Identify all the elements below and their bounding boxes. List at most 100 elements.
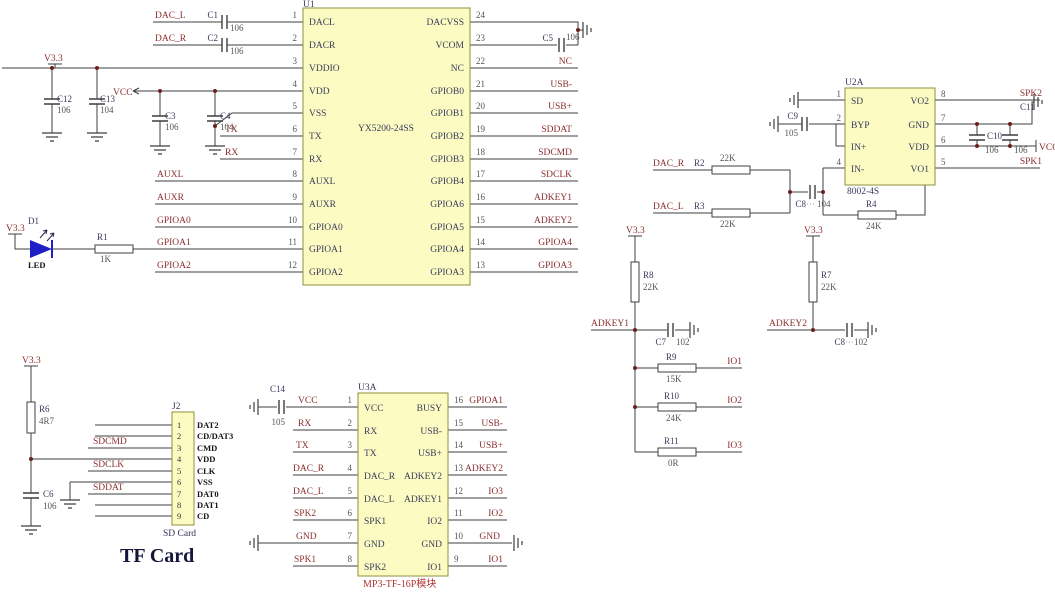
cap-value: 102: [676, 337, 690, 347]
cap-ref: C13: [100, 94, 116, 104]
net-label: TX: [225, 125, 238, 135]
pin-name: GPIOB3: [431, 155, 465, 165]
ground-icon: [689, 321, 699, 339]
net-label: NC: [559, 57, 572, 67]
capacitor-c8-key-icon: [846, 322, 853, 338]
pin-name: CLK: [197, 466, 216, 476]
capacitor-c2-icon: [221, 37, 228, 53]
resistor-value: 1K: [100, 254, 112, 264]
cap-ref: C14: [270, 384, 286, 394]
cap-ref: C8: [795, 199, 806, 209]
pin-name: GPIOB1: [431, 109, 465, 119]
pin-number: 16: [476, 192, 486, 202]
pin-name: IN+: [851, 143, 866, 153]
cap-value: 104: [817, 199, 831, 209]
ground-icon: [86, 132, 108, 142]
u3-chip-body: [357, 392, 449, 577]
pin-number: 4: [837, 157, 842, 167]
pin-number: 6: [293, 124, 298, 134]
pin-name: TX: [309, 132, 322, 142]
cap-ref: C3: [165, 111, 176, 121]
net-label: IO3: [727, 441, 742, 451]
net-label: DAC_L: [155, 11, 186, 21]
pin-number: 13: [476, 260, 486, 270]
pin-number: 2: [837, 113, 842, 123]
net-label: DAC_L: [293, 487, 324, 497]
u3-refdes: U3A: [358, 383, 377, 393]
pin-name: TX: [364, 449, 377, 459]
pin-number: 4: [293, 79, 298, 89]
cap-ref: C6: [43, 489, 54, 499]
pin-name: NC: [451, 64, 464, 74]
cap-value: 106: [230, 46, 244, 56]
wires-u1-right: [470, 21, 583, 273]
pin-name: CMD: [197, 443, 217, 453]
ground-icon: [41, 132, 63, 142]
pin-number: 6: [348, 508, 353, 518]
pin-name: DAT0: [197, 489, 219, 499]
net-label: DAC_R: [155, 34, 187, 44]
net-label: SPK1: [294, 555, 316, 565]
pin-name: VDD: [309, 87, 330, 97]
pin-number: 2: [177, 431, 181, 441]
u2-chip-body: [844, 87, 936, 186]
pin-name: SPK2: [364, 563, 386, 573]
pin-name: VDD: [197, 454, 215, 464]
cap-value: 106: [1014, 145, 1028, 155]
power-port-label: V3.3: [6, 224, 25, 234]
pin-number: 5: [941, 157, 946, 167]
pin-number: 1: [293, 10, 298, 20]
resistor-r3-icon: [711, 208, 751, 218]
pin-number: 7: [293, 147, 298, 157]
net-label: IO2: [488, 509, 503, 519]
net-label: GPIOA0: [157, 216, 191, 226]
pin-number: 6: [941, 135, 946, 145]
cap-ref: C4: [220, 111, 231, 121]
led-icon: [30, 229, 55, 258]
net-label: AUXR: [157, 193, 185, 203]
power-port-label: V3.3: [44, 54, 63, 64]
net-label: SPK1: [1020, 157, 1042, 167]
resistor-r6-icon: [26, 401, 36, 434]
resistor-r11-icon: [657, 447, 697, 457]
pin-number: 14: [476, 237, 486, 247]
cap-value: 106: [43, 501, 57, 511]
pin-number: 5: [293, 101, 298, 111]
ground-icon: [867, 321, 877, 339]
pin-name: RX: [309, 155, 322, 165]
pin-number: 3: [348, 440, 353, 450]
diode-label: LED: [28, 260, 45, 270]
u1-refdes: U1: [303, 0, 315, 10]
pin-name: RX: [364, 427, 377, 437]
net-label: GPIOA3: [538, 261, 572, 271]
j2-refdes: J2: [172, 402, 181, 412]
pin-number: 7: [941, 113, 946, 123]
pin-number: 23: [476, 33, 486, 43]
pin-number: 1: [177, 420, 181, 430]
net-label: IO3: [488, 487, 503, 497]
pin-number: 5: [177, 466, 181, 476]
resistor-r4-icon: [857, 210, 897, 220]
pin-name: ADKEY1: [404, 495, 442, 505]
net-label: GPIOA1: [469, 396, 503, 406]
pin-name: GPIOB0: [431, 87, 465, 97]
ground-icon: [789, 91, 799, 109]
pin-name: VDD: [908, 143, 929, 153]
pin-name: CD/DAT3: [197, 431, 233, 441]
resistor-value: 0R: [668, 458, 679, 468]
ground-icon: [249, 398, 259, 416]
u3-part-name: MP3-TF-16P模块: [363, 578, 436, 590]
pin-name: AUXL: [309, 177, 336, 187]
net-label: SDCMD: [538, 148, 572, 158]
power-port-label: VCC: [113, 88, 133, 98]
cap-value: 106: [57, 105, 71, 115]
pin-name: USB+: [418, 449, 442, 459]
capacitor-c7-icon: [667, 322, 674, 338]
resistor-ref: R2: [694, 158, 705, 168]
resistor-value: 22K: [821, 282, 837, 292]
net-label: ADKEY1: [534, 193, 572, 203]
pin-name: IO2: [427, 517, 442, 527]
pin-name: GPIOA4: [430, 245, 464, 255]
pin-number: 12: [454, 486, 463, 496]
pin-name: AUXR: [309, 200, 337, 210]
